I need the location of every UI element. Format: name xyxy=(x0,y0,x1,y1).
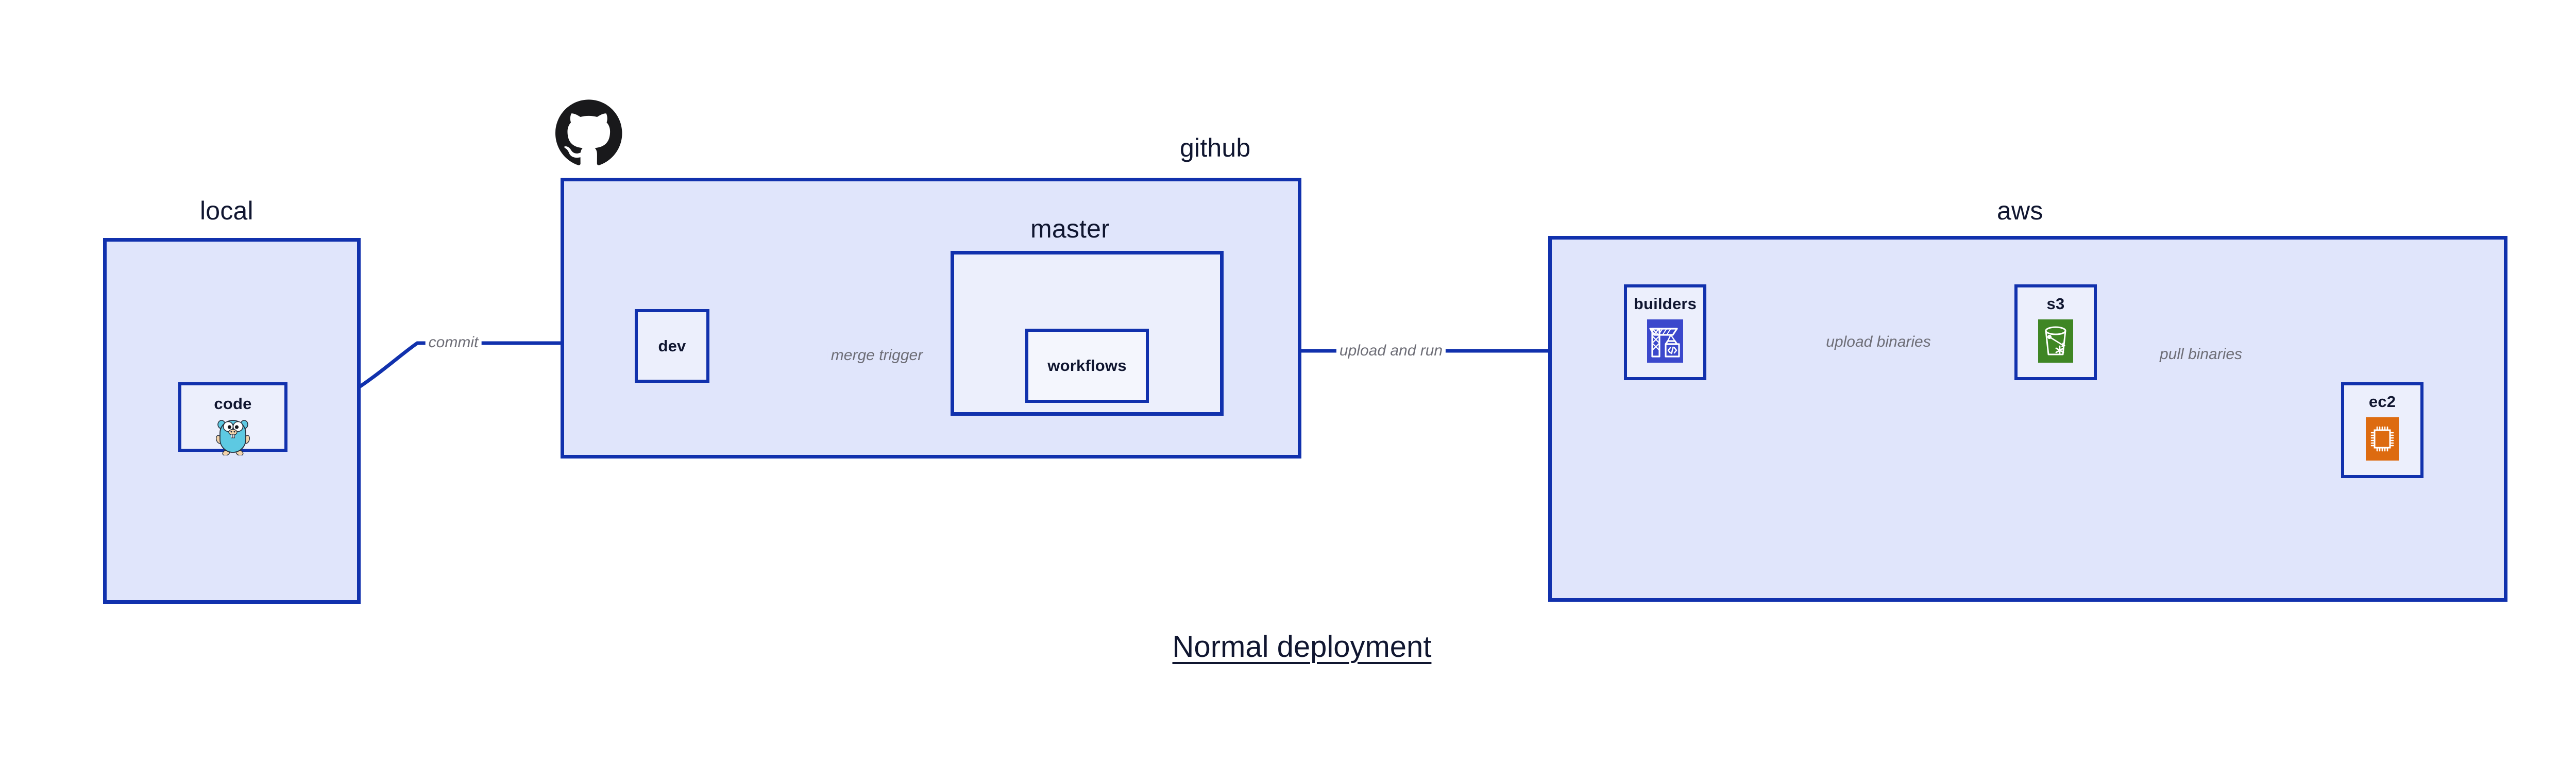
node-workflows[interactable]: workflows xyxy=(1025,329,1149,403)
node-ec2[interactable]: ec2 xyxy=(2341,382,2424,478)
node-dev[interactable]: dev xyxy=(635,309,709,383)
group-label-master: master xyxy=(1030,214,1110,243)
node-label-dev: dev xyxy=(658,337,686,355)
edge-label-commit: commit xyxy=(425,335,482,350)
diagram-title: Normal deployment xyxy=(1172,630,1432,664)
edge-label-pull-binaries: pull binaries xyxy=(2156,347,2246,362)
group-label-github: github xyxy=(1180,133,1251,162)
github-octocat-logo xyxy=(555,99,622,166)
node-builders[interactable]: builders xyxy=(1624,284,1706,380)
group-box-local xyxy=(103,238,361,604)
edge-label-upload-binaries: upload binaries xyxy=(1823,334,1934,350)
node-label-ec2: ec2 xyxy=(2368,393,2396,411)
node-label-s3: s3 xyxy=(2046,295,2065,313)
node-label-builders: builders xyxy=(1633,295,1697,313)
edge-label-upload-and-run: upload and run xyxy=(1336,343,1446,359)
edge-label-merge-trigger: merge trigger xyxy=(827,348,926,363)
aws-ec2-icon xyxy=(2366,417,2399,463)
node-label-code: code xyxy=(214,395,252,413)
aws-s3-icon xyxy=(2038,319,2073,365)
node-s3[interactable]: s3 xyxy=(2014,284,2097,380)
go-gopher-icon xyxy=(215,416,250,458)
node-label-workflows: workflows xyxy=(1047,356,1127,375)
node-code[interactable]: code xyxy=(178,382,287,456)
aws-codebuild-icon xyxy=(1647,319,1683,365)
group-label-aws: aws xyxy=(1997,196,2043,225)
group-label-local: local xyxy=(200,196,253,225)
